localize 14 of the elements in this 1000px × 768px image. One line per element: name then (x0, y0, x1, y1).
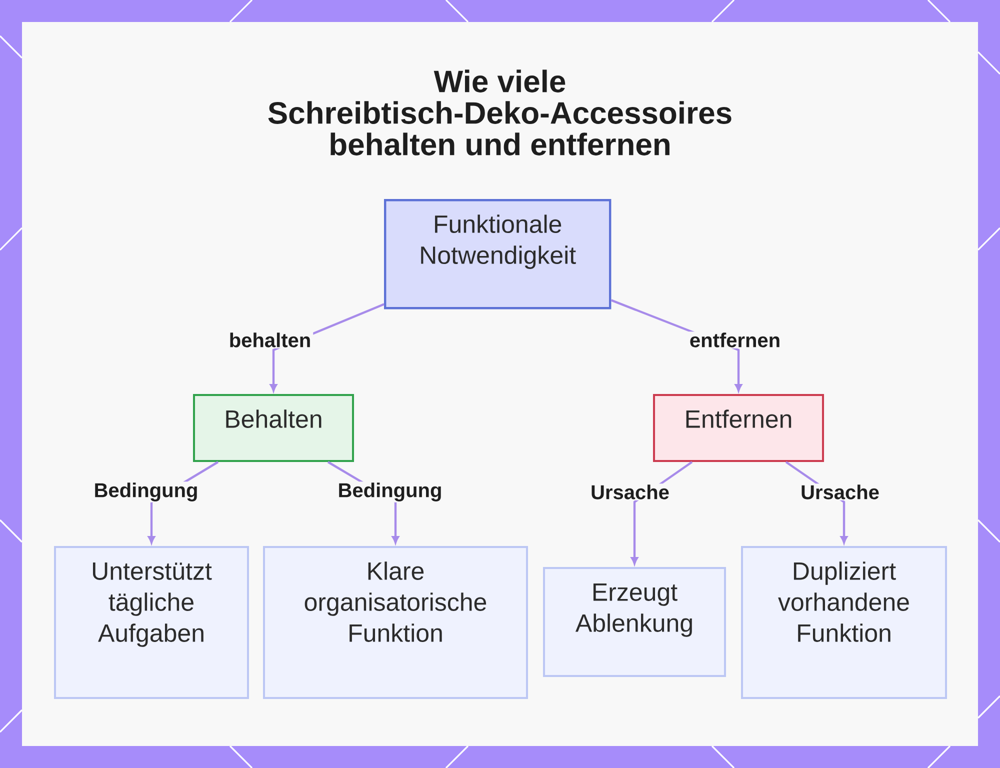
edge-label: Bedingung (336, 482, 444, 502)
edge-label: Ursache (798, 484, 882, 500)
edge-label: Ursache (588, 484, 672, 500)
edge-label: Bedingung (92, 482, 200, 502)
detail-box: Klare organisatorische Funktion (263, 546, 528, 699)
outcome-box: Entfernen (653, 394, 824, 462)
detail-box: Dupliziert vorhandene Funktion (741, 546, 948, 699)
title: Wie viele Schreibtisch-Deko-Accessoires behalten und entfernen (268, 70, 732, 156)
root-box: Funktionale Notwendigkeit (384, 199, 612, 310)
edge-label: entfernen (687, 332, 783, 348)
detail-box: Unterstützt tägliche Aufgaben (54, 546, 249, 699)
outcome-box: Behalten (193, 394, 354, 462)
detail-box: Erzeugt Ablenkung (543, 567, 726, 677)
edge-label: behalten (226, 332, 314, 348)
